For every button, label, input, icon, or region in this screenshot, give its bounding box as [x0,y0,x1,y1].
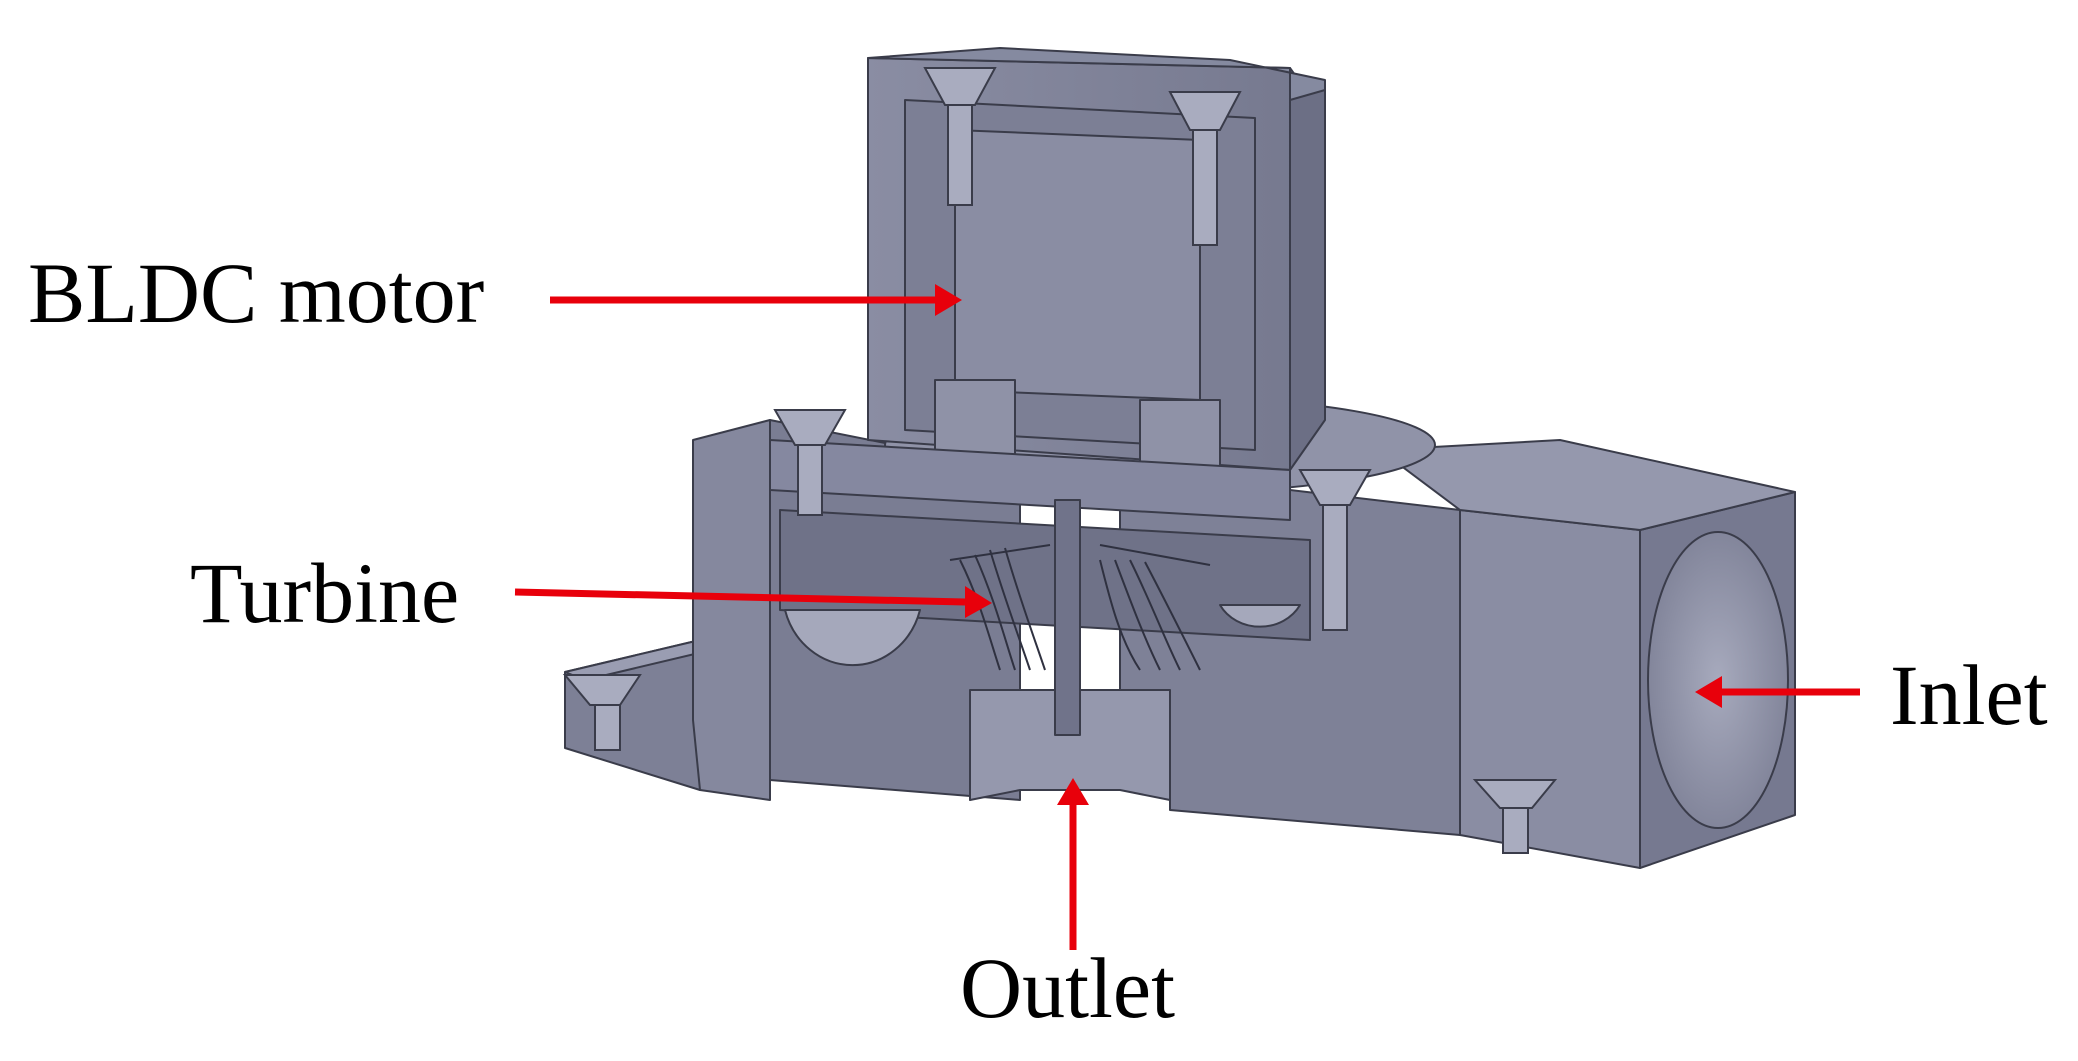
turbine-shaft [1054,499,1081,736]
arrows [514,284,1860,950]
bldc-motor-arrow [550,284,962,316]
lower-block-left [692,419,771,801]
mid-plate [769,439,1291,521]
inlet-block-top [1379,439,1796,531]
left-standoff [934,379,1016,461]
motor-rotor [954,129,1201,401]
screw-icon [1472,779,1558,854]
turbine-label: Turbine [190,545,460,641]
turbine-chamber [779,509,1311,641]
bldc-motor-label: BLDC motor [28,245,485,341]
inlet-arrow [1695,676,1860,708]
housing-body [564,47,1796,869]
turbine-arrow [514,586,992,618]
outlet-arrow [1057,778,1089,950]
screw-icon [1298,469,1372,631]
turbine-blades [949,544,1211,671]
screw-icon [1168,91,1242,246]
screw-icon [773,409,847,516]
screw-icon [923,67,997,206]
left-volute-cavity [784,609,921,667]
motor-housing-right-side [1289,89,1326,471]
outlet-channel [969,689,1171,801]
screws [562,67,1558,854]
screw-icon [562,674,642,751]
right-volute-cavity [1219,604,1301,628]
inlet-block-front [1459,509,1641,869]
outlet-label: Outlet [960,940,1175,1036]
inlet-label: Inlet [1890,647,2048,743]
